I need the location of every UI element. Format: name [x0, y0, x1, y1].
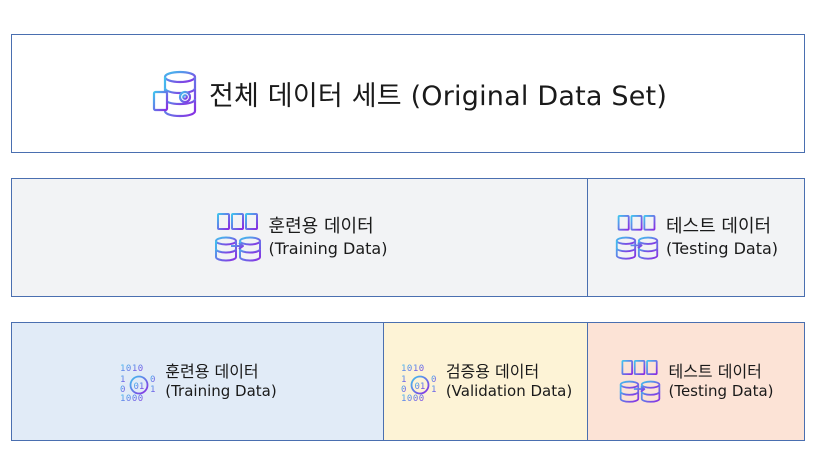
training-label-en: (Training Data): [268, 238, 388, 258]
server-database-icon: [213, 212, 263, 264]
testing-label-en: (Testing Data): [668, 382, 774, 401]
svg-text:01: 01: [134, 382, 145, 392]
training-label-en: (Training Data): [165, 382, 277, 401]
svg-text:0: 0: [120, 385, 125, 395]
server-database-icon: [618, 359, 662, 405]
svg-text:1010: 1010: [401, 364, 425, 374]
training-data-box-2way: 훈련용 데이터 (Training Data): [11, 178, 588, 297]
original-data-set-label: 전체 데이터 세트 (Original Data Set): [208, 81, 668, 112]
svg-text:1: 1: [401, 375, 406, 385]
validation-label-ko: 검증용 데이터: [445, 362, 540, 382]
binary-data-icon: 1010 1 0 0 1 1000 01: [400, 362, 440, 402]
svg-text:1: 1: [150, 385, 155, 395]
training-data-box-3way: 1010 1 0 0 1 1000 01 훈련용 데이터 (Training D…: [11, 322, 384, 441]
testing-data-box-2way: 테스트 데이터 (Testing Data): [587, 178, 805, 297]
validation-data-box: 1010 1 0 0 1 1000 01 검증용 데이터 (Validation…: [383, 322, 588, 441]
validation-label-en: (Validation Data): [445, 382, 573, 401]
svg-text:1: 1: [120, 375, 125, 385]
svg-text:1: 1: [431, 385, 436, 395]
training-label-ko: 훈련용 데이터: [165, 362, 259, 382]
testing-data-box-3way: 테스트 데이터 (Testing Data): [587, 322, 805, 441]
training-label-ko: 훈련용 데이터: [268, 216, 374, 238]
svg-text:1000: 1000: [401, 394, 425, 402]
svg-text:0: 0: [401, 385, 406, 395]
svg-text:1010: 1010: [120, 364, 144, 374]
svg-text:0: 0: [431, 375, 436, 385]
testing-label-ko: 테스트 데이터: [668, 362, 762, 382]
svg-text:01: 01: [414, 382, 425, 392]
testing-label-en: (Testing Data): [665, 238, 779, 258]
svg-text:0: 0: [150, 375, 155, 385]
binary-data-icon: 1010 1 0 0 1 1000 01: [119, 362, 159, 402]
server-database-icon: [614, 214, 660, 262]
svg-text:1000: 1000: [120, 394, 144, 402]
database-gear-icon: [149, 67, 203, 121]
testing-label-ko: 테스트 데이터: [665, 216, 772, 238]
original-data-set-box: 전체 데이터 세트 (Original Data Set): [11, 34, 805, 153]
